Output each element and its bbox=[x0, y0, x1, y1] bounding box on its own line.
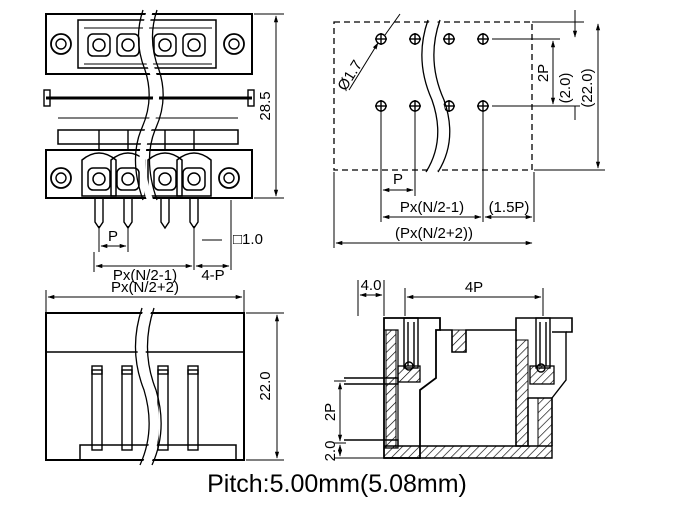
pcb-offset-dim: (1.5P) bbox=[489, 199, 530, 216]
pcb-row-offset-dim: (2.0) bbox=[557, 73, 574, 104]
mounting-screw bbox=[50, 33, 72, 55]
mounting-screw bbox=[50, 167, 72, 189]
pcb-span-dim: Px(N/2-1) bbox=[400, 199, 464, 216]
side-left-dim: 4.0 bbox=[361, 277, 382, 294]
front-view bbox=[43, 9, 284, 272]
front-span-dim: Px(N/2-1) bbox=[113, 267, 177, 284]
bottom-height-dim: 22.0 bbox=[257, 371, 274, 400]
pcb-hole-dim: Ø1.7 bbox=[334, 57, 366, 94]
pcb-row-pitch-dim: 2P bbox=[535, 64, 552, 82]
pcb-layout-view bbox=[333, 10, 605, 248]
pcb-height-dim: (22.0) bbox=[579, 68, 596, 107]
bottom-view bbox=[45, 290, 284, 467]
front-pitch-dim: P bbox=[108, 228, 118, 245]
side-top-dim: 4P bbox=[465, 279, 483, 296]
bottom-width-dim: Px(N/2+2) bbox=[111, 279, 179, 296]
pitch-caption: Pitch:5.00mm(5.08mm) bbox=[207, 470, 467, 498]
side-bottom-dim: 2.0 bbox=[322, 441, 339, 462]
pcb-total-dim: (Px(N/2+2)) bbox=[395, 225, 473, 242]
front-end-dim: 4-P bbox=[201, 267, 224, 284]
front-height-dim: 28.5 bbox=[257, 91, 274, 120]
side-mid-dim: 2P bbox=[322, 403, 339, 421]
mounting-screw bbox=[223, 33, 245, 55]
pcb-pitch-dim: P bbox=[393, 171, 403, 188]
front-pin-dim: □1.0 bbox=[233, 231, 263, 248]
side-section-view bbox=[334, 280, 573, 459]
mounting-screw bbox=[218, 167, 240, 189]
